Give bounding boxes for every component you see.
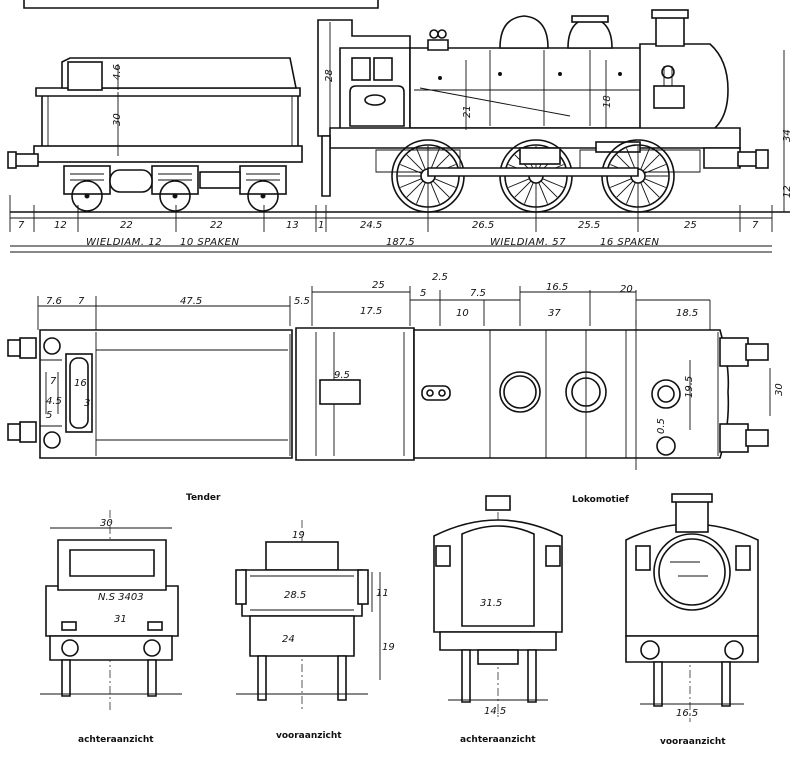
top-dim-14: 18.5: [676, 308, 698, 319]
top-inner-dim-2: 4.5: [46, 396, 62, 407]
top-dim-6: 17.5: [360, 306, 382, 317]
side-dim-5: 13: [286, 220, 299, 231]
top-inner-dim-4: 7: [50, 376, 57, 387]
side-dim-8: 26.5: [472, 220, 494, 231]
top-dim-2: 7: [78, 296, 85, 307]
tender-side: [7, 57, 303, 212]
side-dim-3: 22: [120, 220, 133, 231]
height-dim-7: 12: [782, 185, 793, 198]
top-inner-dim-3: 16: [74, 378, 87, 389]
tender-front-lower: 24: [282, 634, 295, 645]
top-dim-9: 7.5: [470, 288, 486, 299]
height-dim-6: 34: [782, 129, 793, 142]
tender-front-top: 19: [292, 530, 305, 541]
top-inner-dim-5: 5: [46, 410, 52, 421]
loco-rear-lower: 14.5: [484, 706, 506, 717]
top-dim-12: 10: [456, 308, 469, 319]
side-dim-2: 12: [54, 220, 67, 231]
top-view: 7.6 7 47.5 5.5 25 17.5 2.5 5 7.5 16.5 20…: [7, 272, 785, 470]
top-inner-dim-1: 9.5: [334, 370, 350, 381]
height-dim-1: 4.6: [112, 64, 123, 80]
top-width: 30: [774, 383, 785, 396]
top-dim-8: 5: [420, 288, 426, 299]
top-inner-dim-6: 3: [84, 398, 90, 409]
top-dim-3: 47.5: [180, 296, 202, 307]
top-dim-10: 16.5: [546, 282, 568, 293]
tender-front-mid: 28.5: [284, 590, 306, 601]
height-dim-3: 28: [324, 69, 335, 82]
tender-spokes-note: 10 SPAKEN: [180, 237, 240, 248]
caption-loco-front: vooraanzicht: [660, 737, 726, 747]
tender-wheel-note: WIELDIAM. 12: [86, 237, 162, 248]
caption-tender-front: vooraanzicht: [276, 731, 342, 741]
height-dim-5: 18: [602, 95, 613, 108]
side-dim-6: 1: [318, 220, 324, 231]
loco-rear-view: 31.5 14.5 achteraanzicht: [433, 495, 563, 745]
top-dim-7: 2.5: [432, 272, 448, 283]
side-dim-10: 25: [684, 220, 697, 231]
side-dim-11: 7: [752, 220, 759, 231]
height-dim-2: 30: [112, 113, 123, 126]
caption-tender-rear: achteraanzicht: [78, 735, 154, 745]
top-dim-5: 25: [372, 280, 385, 291]
tender-rear-width: 30: [100, 518, 113, 529]
label-locomotive: Lokomotief: [572, 495, 629, 505]
tender-rear-plate: N.S 3403: [98, 592, 144, 603]
height-dim-4: 21: [462, 105, 473, 118]
caption-loco-rear: achteraanzicht: [460, 735, 536, 745]
top-dim-1: 7.6: [46, 296, 62, 307]
side-total: 187.5: [386, 237, 415, 248]
side-view: 7 12 22 22 13 1 24.5 26.5 25.5 25 7 WIEL…: [7, 9, 793, 253]
top-inner-dim-8: 0.5: [656, 418, 667, 434]
label-tender: Tender: [186, 493, 221, 503]
loco-wheel-note: WIELDIAM. 57: [490, 237, 566, 248]
tender-front-h2: 19: [382, 642, 395, 653]
side-dim-4: 22: [210, 220, 223, 231]
loco-front-lower: 16.5: [676, 708, 698, 719]
tender-rear-lower: 31: [114, 614, 127, 625]
top-dim-11: 20: [620, 284, 633, 295]
loco-rear-mid: 31.5: [480, 598, 502, 609]
loco-spokes-note: 16 SPAKEN: [600, 237, 660, 248]
tender-rear-view: 30 N.S 3403 31 achteraanzicht: [40, 510, 182, 745]
tender-front-view: 19 28.5 24 11 19 vooraanzicht: [235, 520, 395, 741]
tender-front-h1: 11: [376, 588, 389, 599]
top-dim-13: 37: [548, 308, 561, 319]
locomotive-side: [317, 9, 769, 213]
side-dim-7: 24.5: [360, 220, 382, 231]
loco-front-view: 16.5 vooraanzicht: [625, 493, 759, 747]
side-dim-1: 7: [18, 220, 25, 231]
top-dim-4: 5.5: [294, 296, 310, 307]
side-dim-9: 25.5: [578, 220, 600, 231]
top-inner-dim-7: 19.5: [684, 376, 695, 398]
